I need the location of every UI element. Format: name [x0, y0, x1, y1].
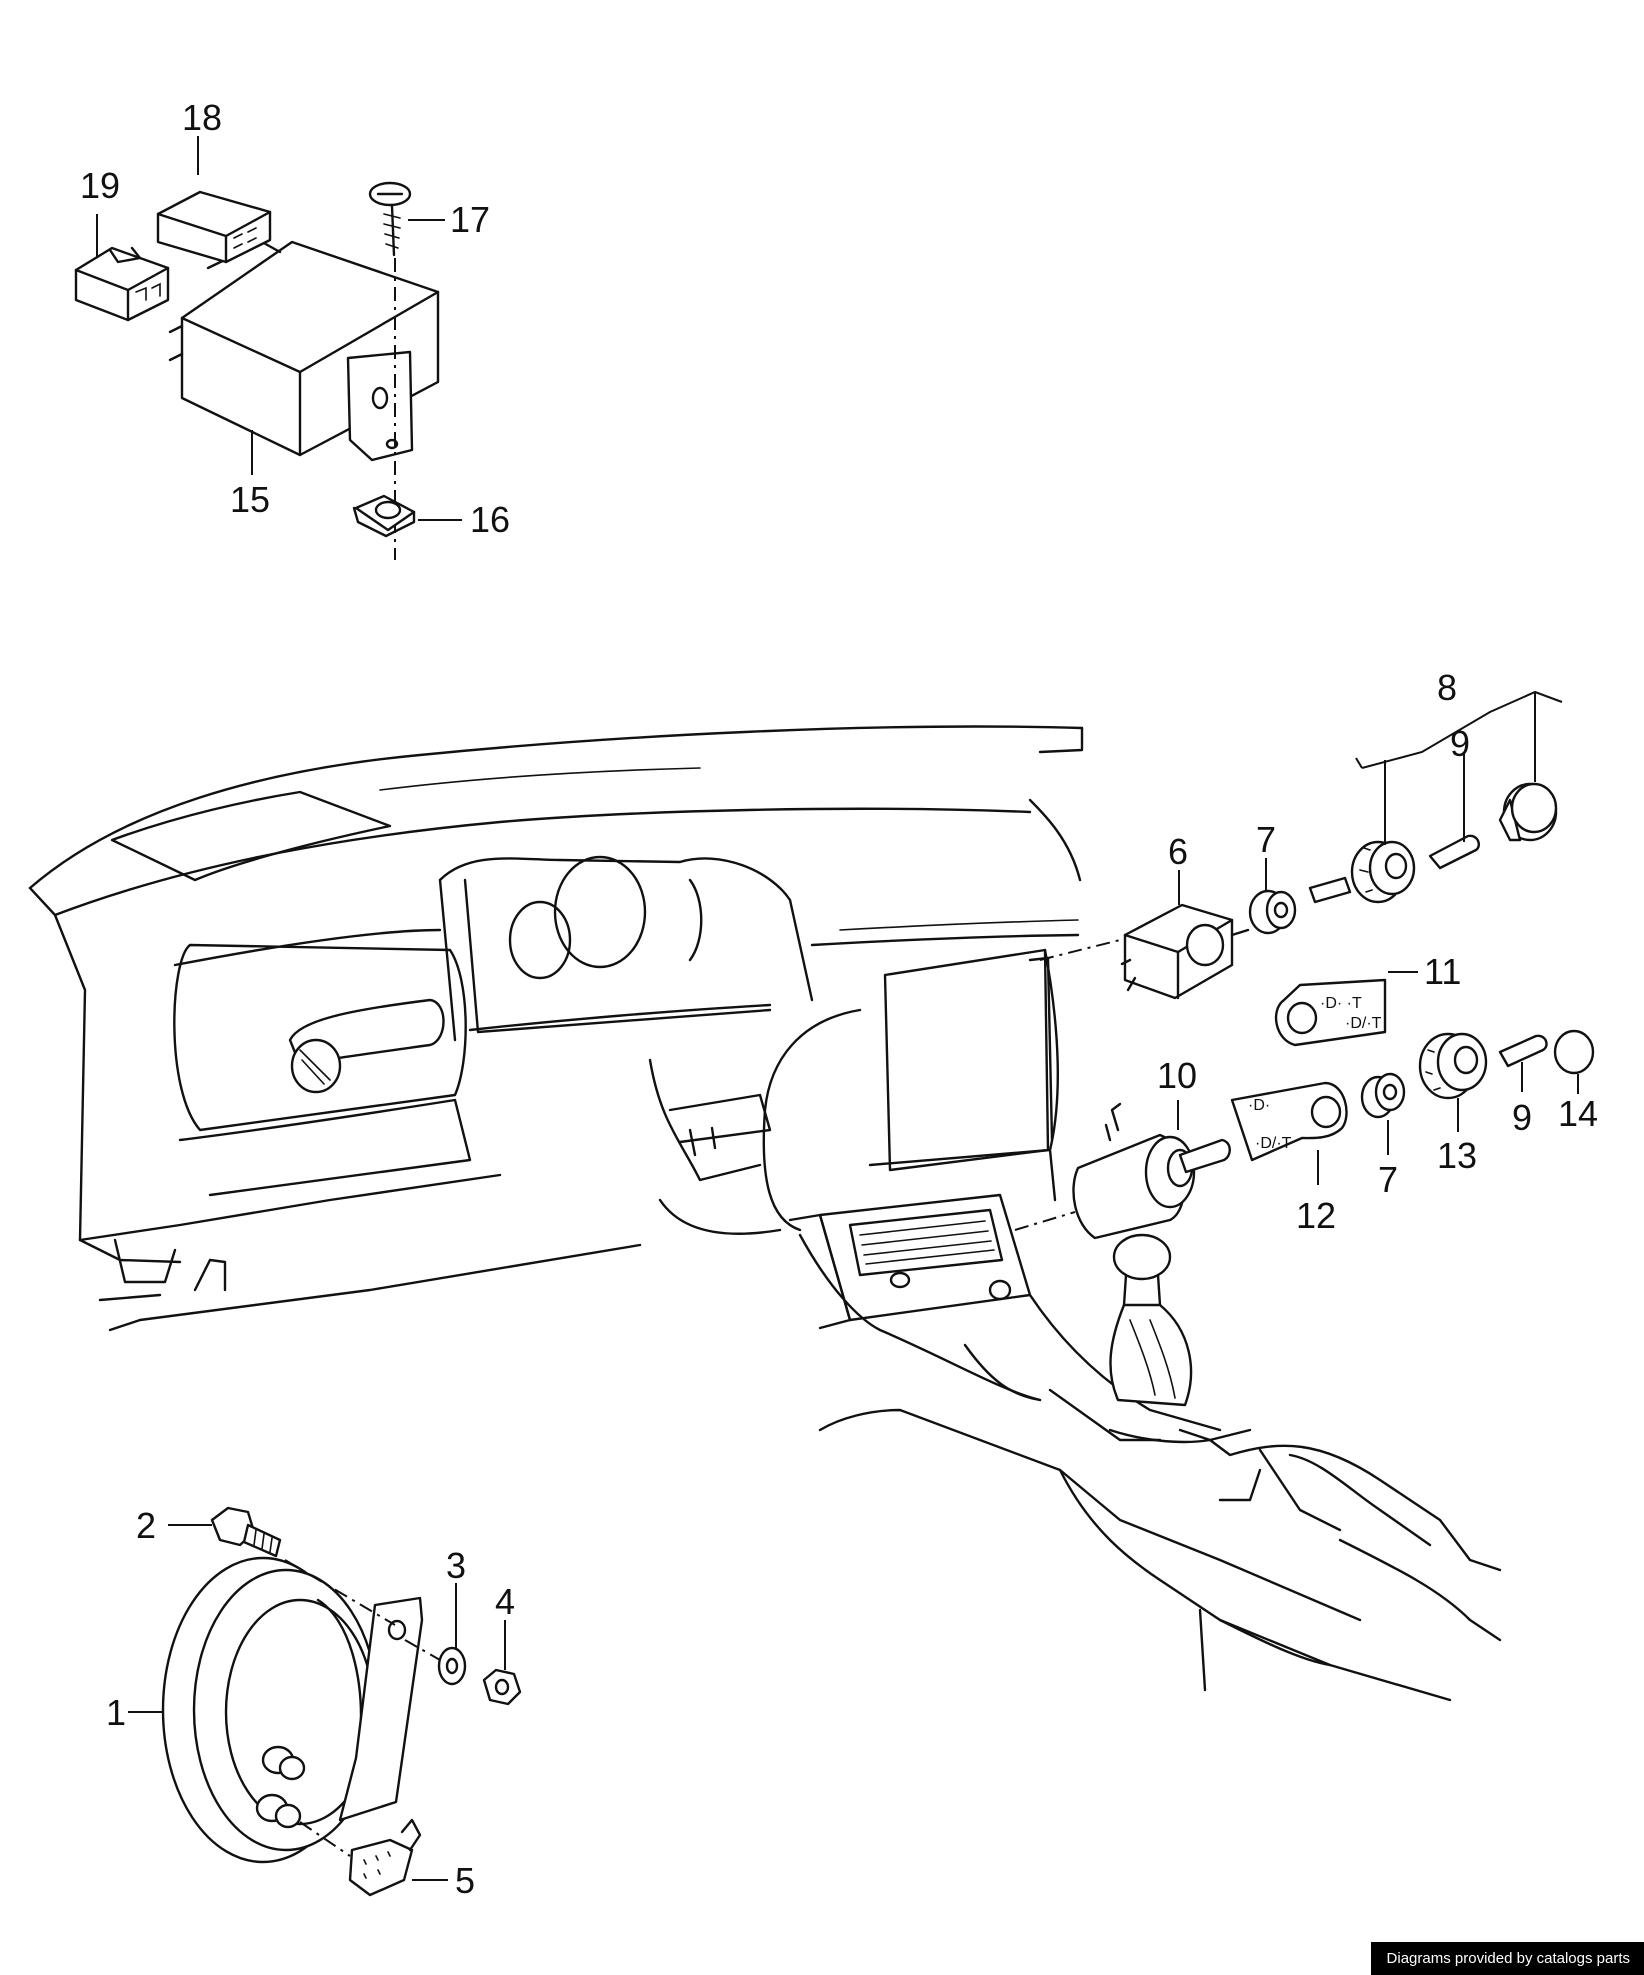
clip-nut-16	[352, 494, 416, 538]
gear-shift	[1109, 1233, 1193, 1407]
switch-group: ·D· ·T ·D/·T ·D· ·D/·T	[1072, 690, 1595, 1240]
callout-18: 18	[182, 97, 222, 138]
lens-plate-11: ·D· ·T ·D/·T	[1274, 978, 1387, 1047]
dashboard-assembly	[28, 725, 1502, 1702]
lens-plate-12: ·D· ·D/·T	[1230, 1081, 1348, 1162]
knob-13	[1418, 1032, 1488, 1100]
control-unit-group	[74, 181, 440, 560]
bracket-15	[346, 350, 414, 462]
horn-bracket	[338, 1596, 424, 1822]
plate-12-label-top: ·D·	[1248, 1097, 1270, 1114]
leader-lines	[96, 136, 1579, 1881]
bulb-9-lower	[1498, 1034, 1548, 1068]
cap-14	[1553, 1029, 1595, 1075]
callout-16: 16	[470, 499, 510, 540]
washer-3	[404, 1639, 467, 1686]
bulb-holder-7-lower	[1360, 1072, 1406, 1119]
callout-2: 2	[136, 1505, 156, 1546]
callout-6: 6	[1168, 831, 1188, 872]
nut-4	[482, 1668, 522, 1706]
credit-banner: Diagrams provided by catalogs parts	[1370, 1942, 1644, 1975]
callout-labels: 18 19 17 15 16 8 9 6 7 11 10 12 7 13 9 1…	[80, 97, 1598, 1901]
connector-5	[299, 1818, 422, 1897]
callout-3: 3	[446, 1545, 466, 1586]
cap-8	[1498, 782, 1558, 842]
horn-1	[161, 1556, 389, 1864]
callout-13: 13	[1437, 1135, 1477, 1176]
callout-10: 10	[1157, 1055, 1197, 1096]
plate-11-label-top: ·D· ·T	[1320, 995, 1362, 1012]
callout-1: 1	[106, 1692, 126, 1733]
callout-7-lower: 7	[1378, 1159, 1398, 1200]
connector-18	[156, 190, 272, 264]
screw-17	[368, 181, 412, 560]
callout-9-lower: 9	[1512, 1097, 1532, 1138]
plate-12-label-bottom: ·D/·T	[1255, 1135, 1292, 1152]
callout-9-upper: 9	[1450, 723, 1470, 764]
bolt-2	[210, 1506, 396, 1626]
callout-5: 5	[455, 1860, 475, 1901]
callout-11: 11	[1424, 951, 1461, 992]
callout-15: 15	[230, 479, 270, 520]
callout-19: 19	[80, 165, 120, 206]
switch-6	[1120, 903, 1250, 1000]
callout-12: 12	[1296, 1195, 1336, 1236]
horn-group	[161, 1506, 522, 1897]
switch-10	[1072, 1102, 1231, 1240]
callout-7-upper: 7	[1256, 819, 1276, 860]
callout-8: 8	[1437, 667, 1457, 708]
bulb-9-upper	[1428, 834, 1480, 870]
callout-14: 14	[1558, 1093, 1598, 1134]
bulb-holder-7-upper	[1248, 889, 1297, 935]
connector-19	[74, 246, 170, 322]
knob-8	[1308, 840, 1416, 904]
callout-17: 17	[450, 199, 490, 240]
callout-4: 4	[495, 1581, 515, 1622]
plate-11-label-bottom: ·D/·T	[1345, 1015, 1382, 1032]
